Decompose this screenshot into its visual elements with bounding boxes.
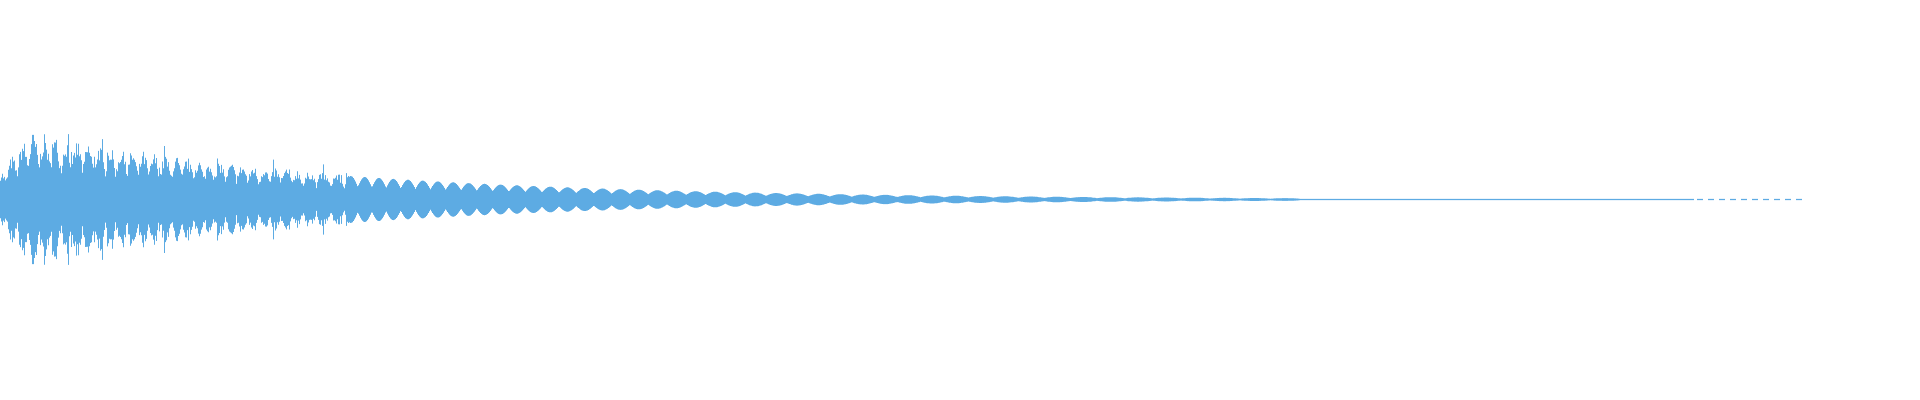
- waveform-signal: [0, 134, 1300, 265]
